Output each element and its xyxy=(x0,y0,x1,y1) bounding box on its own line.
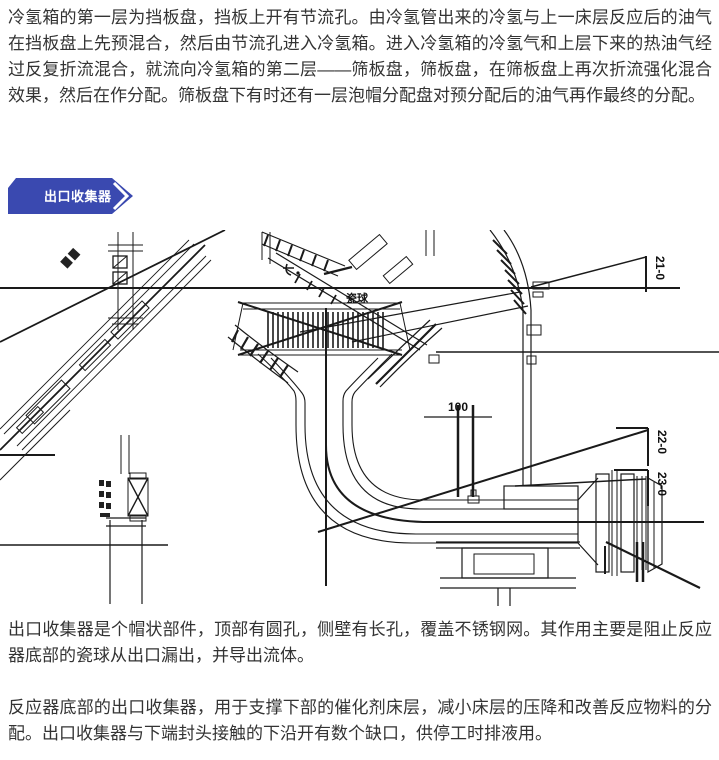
banner-chevron-cut xyxy=(112,181,130,211)
pipe-centerlines xyxy=(325,308,704,586)
outlet-flange-block xyxy=(467,485,579,510)
body-paragraph-1: 出口收集器是个帽状部件，顶部有圆孔，侧壁有长孔，覆盖不锈钢网。其作用主要是阻止反… xyxy=(8,620,712,665)
label-dim-22-0: 22-0 xyxy=(655,430,669,454)
lower-support-column xyxy=(0,435,168,604)
label-dim-21-0: 21-0 xyxy=(653,256,667,280)
label-dim-23-0: 23-0 xyxy=(655,472,669,496)
label-dim-100: 100 xyxy=(448,400,468,414)
dimension-22-0 xyxy=(317,427,649,533)
leader-bottom-right xyxy=(605,541,701,589)
outlet-collector-diagram: 瓷球 100 21-0 22-0 23-0 xyxy=(0,230,719,606)
outlet-flange-assembly xyxy=(577,470,663,582)
intro-paragraph: 冷氢箱的第一层为挡板盘，挡板上开有节流孔。由冷氢管出来的冷氢与上一床层反应后的油… xyxy=(8,8,712,105)
refractory-hatch-left xyxy=(227,324,299,384)
tiny-label-blobs xyxy=(99,480,111,517)
collector-screen xyxy=(232,291,529,356)
rotated-annotation-marks xyxy=(60,247,81,269)
upper-support-column xyxy=(108,232,143,330)
refractory-hatch-right xyxy=(367,319,443,388)
outlet-pipe-elbow xyxy=(257,353,578,544)
pipe-support-box xyxy=(436,541,580,606)
dimension-21-0 xyxy=(530,256,647,292)
dimension-100 xyxy=(424,405,492,497)
banner-label: 出口收集器 xyxy=(44,189,112,204)
section-banner: 出口收集器 xyxy=(8,178,133,214)
body-paragraph-2: 反应器底部的出口收集器，用于支撑下部的催化剂床层，减小床层的压降和改善反应物料的… xyxy=(8,698,712,743)
reference-lines xyxy=(0,287,719,487)
banner-arrow-shape xyxy=(8,178,133,214)
baffle-structures xyxy=(261,230,435,351)
label-ceramic-balls: 瓷球 xyxy=(346,291,369,305)
reactor-dome-wall xyxy=(428,230,550,486)
inclined-nozzle xyxy=(0,230,226,481)
dimension-23-0 xyxy=(614,469,649,506)
